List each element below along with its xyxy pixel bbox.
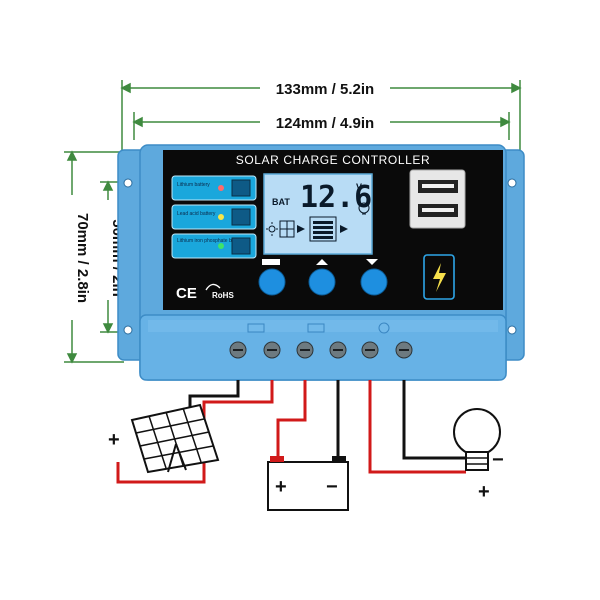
- battery-terminal-positive: [270, 456, 284, 462]
- arrow-down-icon: [66, 353, 78, 364]
- arrow-left-icon: [132, 116, 143, 128]
- phone-charge-icon: [423, 254, 455, 300]
- battery-type-lifepo4: Lithium iron phosphate battery: [171, 233, 257, 259]
- arrow-left-icon: [120, 82, 131, 94]
- terminal-battery-plus[interactable]: [296, 341, 314, 359]
- status-led-red: [218, 185, 224, 191]
- battery-icon: [267, 456, 349, 511]
- status-led-green: [218, 243, 224, 249]
- button-row: [258, 259, 388, 296]
- arrow-right-icon: [511, 82, 522, 94]
- terminal-battery-minus[interactable]: [329, 341, 347, 359]
- arrow-right-icon: [340, 225, 348, 233]
- down-button[interactable]: [360, 268, 388, 296]
- dimension-outer-width: [120, 80, 522, 150]
- battery-terminal-negative: [332, 456, 346, 462]
- lcd-bat-label: BAT: [272, 197, 290, 207]
- terminal-screws: [229, 341, 413, 359]
- solar-panel-icon: [130, 403, 220, 474]
- battery-plus-sign: +: [275, 476, 287, 498]
- wire-load-positive: [368, 380, 466, 474]
- wire-load-negative: [402, 380, 466, 460]
- ce-mark: CE: [176, 285, 197, 302]
- battery-type-label: Lithium battery: [177, 182, 210, 188]
- panel-title: SOLAR CHARGE CONTROLLER: [236, 153, 431, 167]
- arrow-up-icon: [66, 150, 78, 161]
- wire-solar-negative: [188, 380, 240, 410]
- wiring: [116, 380, 466, 484]
- battery-icon: [231, 237, 251, 255]
- outer-width-label: 133mm / 5.2in: [276, 81, 374, 98]
- battery-minus-sign: −: [326, 476, 338, 498]
- battery-mode-icon: [262, 259, 280, 265]
- up-arrow-icon: [316, 259, 328, 265]
- mounting-hole: [507, 325, 517, 335]
- terminal-load-plus[interactable]: [361, 341, 379, 359]
- mounting-hole: [123, 325, 133, 335]
- mode-button[interactable]: [258, 268, 286, 296]
- lcd-display: BAT 12.6 V: [263, 173, 373, 255]
- terminal-load-minus[interactable]: [395, 341, 413, 359]
- bulb-icon: [358, 202, 370, 215]
- arrow-right-icon: [500, 116, 511, 128]
- battery-type-label: Lead acid battery: [177, 211, 216, 217]
- battery-type-lead-acid: Lead acid battery: [171, 204, 257, 230]
- battery-icon: [231, 208, 251, 226]
- arrow-down-icon: [102, 323, 114, 334]
- outer-height-label: 70mm / 2.8in: [74, 213, 91, 303]
- battery-type-label: Lithium iron phosphate battery: [177, 238, 245, 244]
- battery-level-icon: [309, 216, 337, 242]
- arrow-up-icon: [102, 180, 114, 191]
- dimension-inner-width: [132, 112, 511, 140]
- leaf-icon: [205, 283, 221, 291]
- wire-battery-positive: [276, 380, 307, 456]
- arrow-right-icon: [297, 225, 305, 233]
- up-button[interactable]: [308, 268, 336, 296]
- battery-type-lithium: Lithium battery: [171, 175, 257, 201]
- rohs-mark: RoHS: [212, 291, 234, 300]
- mounting-hole: [123, 178, 133, 188]
- battery-icon: [231, 179, 251, 197]
- lcd-voltage-reading: 12.6: [300, 180, 372, 215]
- sun-icon: [266, 222, 278, 236]
- inner-width-label: 124mm / 4.9in: [276, 115, 374, 132]
- lcd-unit: V: [356, 182, 362, 192]
- down-arrow-icon: [366, 259, 378, 265]
- lamp-minus-sign: −: [492, 449, 504, 471]
- dimension-outer-height: [64, 150, 124, 364]
- usb-port-block: [409, 169, 466, 229]
- terminal-solar-plus[interactable]: [229, 341, 247, 359]
- light-bulb-icon: [453, 408, 501, 471]
- mounting-hole: [507, 178, 517, 188]
- terminal-ridge: [148, 320, 498, 332]
- lamp-plus-sign: +: [478, 481, 490, 503]
- terminal-solar-minus[interactable]: [263, 341, 281, 359]
- terminal-symbols: [247, 322, 390, 334]
- status-led-yellow: [218, 214, 224, 220]
- battery-type-list: Lithium battery Lead acid battery Lithiu…: [171, 175, 257, 259]
- solar-plus-sign: +: [108, 429, 120, 451]
